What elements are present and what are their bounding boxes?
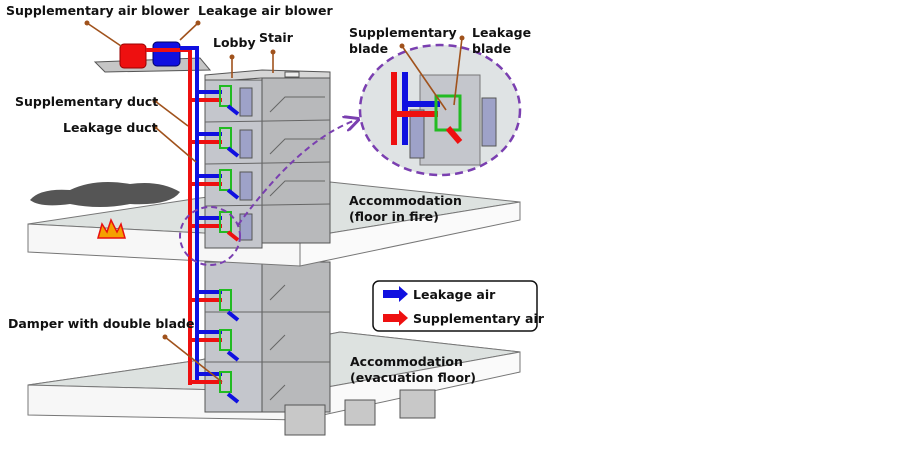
label-floor-in-fire-1: Accommodation (349, 193, 462, 208)
label-lobby: Lobby (213, 35, 256, 50)
leakage-duct (180, 46, 222, 380)
label-supplementary-duct: Supplementary duct (15, 94, 158, 109)
legend: Leakage air Supplementary air (372, 280, 545, 332)
leakage-air-arrow-icon (383, 286, 408, 302)
fire-icon (97, 218, 126, 239)
dampers (219, 85, 240, 404)
zoom-arrow (237, 120, 356, 226)
legend-supplementary-air: Supplementary air (413, 311, 545, 326)
leader-lines (84, 20, 465, 383)
exit-doors (284, 389, 436, 436)
label-stair: Stair (259, 30, 294, 45)
zoom-detail (358, 43, 522, 177)
label-supplementary-air-blower: Supplementary air blower (6, 3, 190, 18)
label-leakage-duct: Leakage duct (63, 120, 158, 135)
label-leakage-blade-1: Leakage (472, 25, 531, 40)
label-leakage-air-blower: Leakage air blower (198, 3, 333, 18)
zoom-source-circle (179, 206, 241, 266)
label-damper: Damper with double blade (8, 316, 194, 331)
label-leakage-blade-2: blade (472, 41, 511, 56)
legend-leakage-air: Leakage air (413, 287, 496, 302)
label-supplementary-blade-2: blade (349, 41, 388, 56)
label-supplementary-blade-1: Supplementary (349, 25, 457, 40)
label-evacuation-floor-2: (evacuation floor) (350, 370, 476, 385)
leakage-air-blower (152, 41, 181, 67)
label-floor-in-fire-2: (floor in fire) (349, 209, 439, 224)
label-evacuation-floor-1: Accommodation (350, 354, 463, 369)
supplementary-air-arrow-icon (383, 310, 408, 326)
tower-upper (204, 69, 331, 249)
supplementary-air-blower (119, 43, 147, 69)
smoke (30, 182, 180, 207)
tower-lower (204, 261, 331, 413)
